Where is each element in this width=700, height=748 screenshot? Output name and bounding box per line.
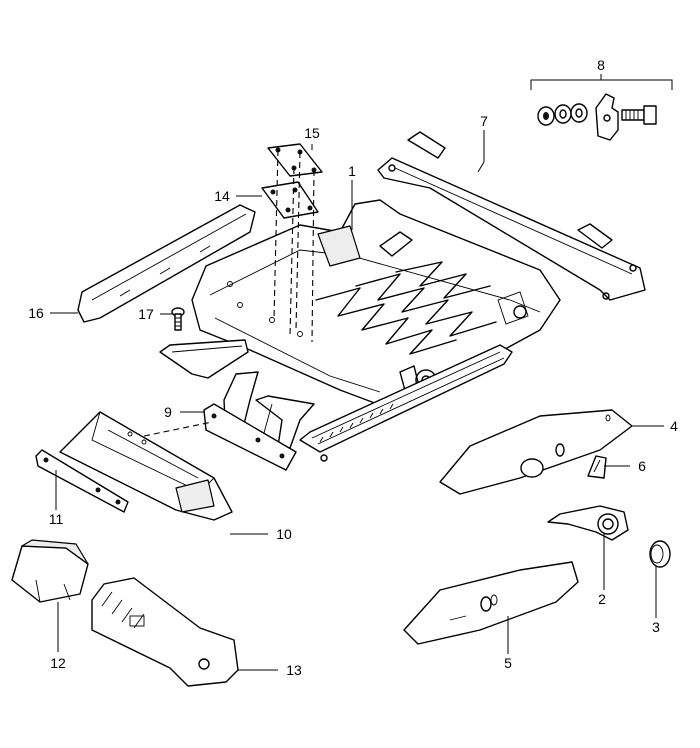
part-4-side-cover (439, 409, 633, 495)
part-7-rail-bracket (377, 131, 646, 301)
seat-rail-lower (299, 344, 513, 462)
callout-2: 2 (598, 591, 606, 607)
callout-9: 9 (164, 404, 172, 420)
callout-15: 15 (304, 125, 320, 141)
callout-3: 3 (652, 619, 660, 635)
callout-17: 17 (138, 306, 154, 322)
part-5-side-cover (403, 561, 579, 645)
part-17-screw (171, 307, 185, 331)
part-15-plate (267, 143, 323, 177)
callout-13: 13 (286, 662, 302, 678)
callout-16: 16 (28, 305, 44, 321)
tray-dash-line (143, 421, 213, 437)
callout-12: 12 (50, 655, 66, 671)
callout-4: 4 (670, 418, 678, 434)
part-6-grommet (587, 455, 607, 479)
callout-11: 11 (49, 511, 64, 527)
part-10-storage-tray (59, 411, 233, 521)
part-8-hardware-set (530, 74, 673, 141)
part-14-plate (261, 181, 319, 219)
part-13-sleeve (91, 577, 239, 687)
callout-labels: 1 2 3 4 5 6 7 8 9 10 11 12 13 14 15 16 1… (28, 57, 678, 678)
callout-1: 1 (348, 163, 356, 179)
part-3-cap (649, 540, 671, 568)
part-16-rail-cover (77, 204, 256, 323)
front-rail-piece (159, 339, 249, 379)
plate-dash-lines (273, 149, 315, 343)
callout-6: 6 (638, 458, 646, 474)
callout-8: 8 (597, 57, 605, 73)
part-11-strip (35, 449, 129, 513)
leader-lines (50, 130, 664, 671)
callout-14: 14 (214, 188, 230, 204)
part-2-lever (547, 505, 629, 541)
part-9-plate (203, 403, 297, 471)
callout-7: 7 (480, 113, 488, 129)
callout-10: 10 (276, 526, 292, 542)
part-12-ring (11, 539, 89, 603)
callout-5: 5 (504, 655, 512, 671)
